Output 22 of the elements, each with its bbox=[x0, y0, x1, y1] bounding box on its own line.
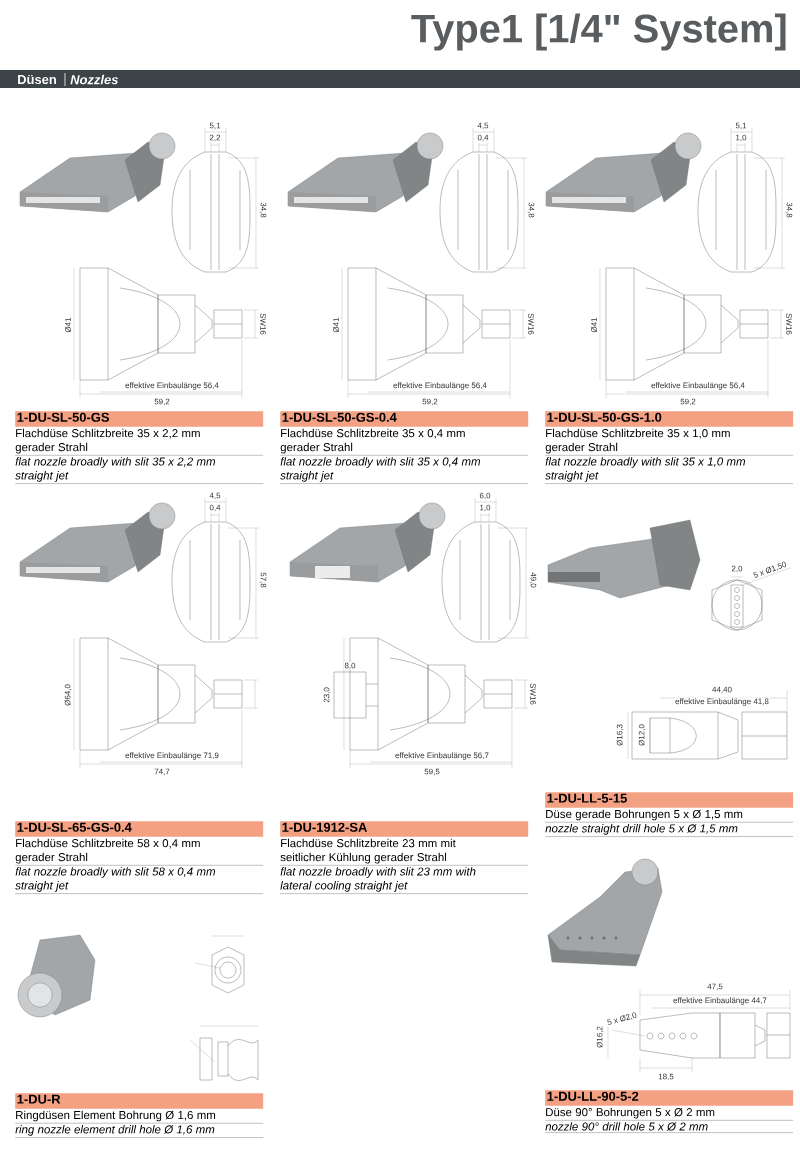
node-label: ring nozzle element drill hole Ø 1,6 mm bbox=[15, 1125, 215, 1136]
product-card: 1-DU-LL-90-5-2 Düse 90° Bohrungen 5 x Ø 2 mm nozzle 90° drill hole 5 x Ø 2 mm bbox=[544, 1090, 794, 1133]
node-label: Ringdüsen Element Bohrung Ø 1,6 mm bbox=[16, 1110, 216, 1122]
product-card: 1-DU-SL-65-GS-0.4 Flachdüse Schlitzbreite 58 x 0,4 mm gerader Strahl flat nozzle broadly with slit 58 x 0,4 mm straight jet bbox=[14, 821, 264, 894]
node-label: flat nozzle broadly with slit 58 x 0,4 mm straight jet bbox=[15, 867, 216, 892]
node-label: nozzle 90° drill hole 5 x Ø 2 mm bbox=[545, 1122, 708, 1131]
node-label: flat nozzle broadly with slit 35 x 2,2 mm straight jet bbox=[15, 457, 216, 482]
node-label: flat nozzle broadly with slit 23 mm with lateral cooling straight jet bbox=[280, 867, 476, 892]
section-title: Nozzles bbox=[70, 74, 118, 85]
product-card: 1-DU-LL-5-15 Düse gerade Bohrungen 5 x Ø 1,5 mm nozzle straight drill hole 5 x Ø 1,5 mm bbox=[544, 792, 794, 837]
product-card: 1-DU-1912-SA Flachdüse Schlitzbreite 23 mm mit seitlicher Kühlung gerader Strahl flat nozzle broadly with slit 23 mm with lateral cooling straight jet bbox=[279, 821, 529, 894]
product-card: 1-DU-R Ringdüsen Element Bohrung Ø 1,6 mm ring nozzle element drill hole Ø 1,6 mm bbox=[14, 1093, 264, 1138]
node-label: nozzle straight drill hole 5 x Ø 1,5 mm bbox=[545, 824, 738, 835]
node-label: flat nozzle broadly with slit 35 x 1,0 mm straight jet bbox=[545, 457, 746, 482]
node-label: Düse gerade Bohrungen 5 x Ø 1,5 mm bbox=[546, 809, 743, 821]
product-card: 1-DU-SL-50-GS-0.4 Flachdüse Schlitzbreite 35 x 0,4 mm gerader Strahl flat nozzle broadly with slit 35 x 0,4 mm straight jet bbox=[279, 411, 529, 484]
section-title: Düsen bbox=[18, 74, 56, 85]
product-card: 1-DU-SL-50-GS-1.0 Flachdüse Schlitzbreite 35 x 1,0 mm gerader Strahl flat nozzle broadly with slit 35 x 1,0 mm straight jet bbox=[544, 411, 794, 484]
page-title: Type1 [1/4" System] bbox=[411, 13, 786, 51]
product-card: 1-DU-SL-50-GS Flachdüse Schlitzbreite 35 x 2,2 mm gerader Strahl flat nozzle broadly with slit 35 x 2,2 mm straight jet bbox=[14, 411, 264, 484]
node-label: flat nozzle broadly with slit 35 x 0,4 mm straight jet bbox=[280, 457, 481, 482]
node-label: Düse 90° Bohrungen 5 x Ø 2 mm bbox=[546, 1107, 715, 1119]
